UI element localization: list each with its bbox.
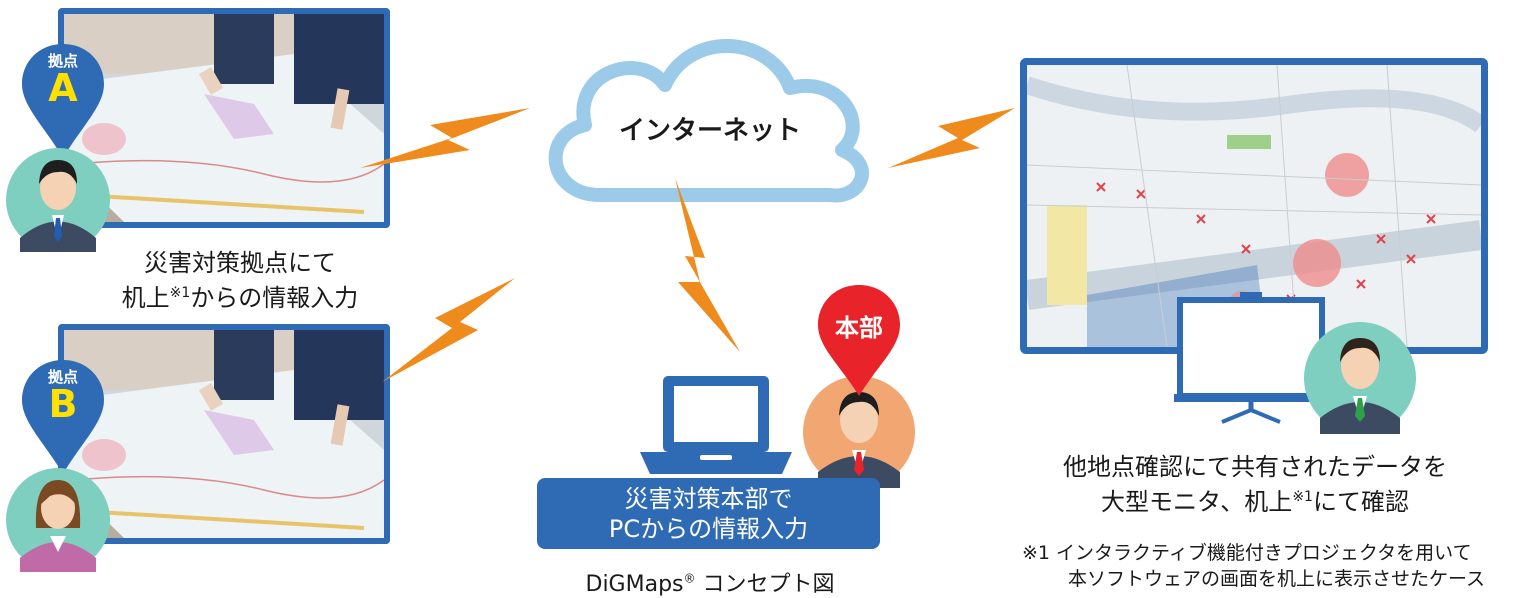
footnote: ※1 インタラクティブ機能付きプロジェクタを用いて 本ソフトウェアの画面を机上に… (1022, 540, 1522, 592)
diagram-title: DiGMaps® コンセプト図 (585, 571, 835, 597)
lightning-bolts (360, 108, 1015, 382)
projection-screen-icon (1174, 292, 1328, 424)
site-a-pin-letter: A (48, 66, 78, 110)
hq-pin-label: 本部 (835, 314, 883, 342)
monitor-caption: 他地点確認にて共有されたデータを 大型モニタ、机上※1にて確認 (1010, 452, 1500, 517)
monitor-viewer-avatar (1304, 322, 1416, 434)
bolt-site-b-icon (382, 278, 515, 382)
site-b-pin-label: 拠点 (47, 368, 78, 386)
bolt-site-a-icon (360, 108, 530, 168)
site-a-caption-line1: 災害対策拠点にて (144, 249, 336, 277)
footnote-line2: 本ソフトウェアの画面を机上に表示させたケース (1068, 568, 1486, 590)
bolt-monitor-icon (888, 108, 1015, 168)
site-a-pin-label: 拠点 (47, 52, 78, 70)
hq-box-line1: 災害対策本部で (624, 485, 793, 513)
site-a-caption: 災害対策拠点にて 机上※1からの情報入力 (110, 248, 370, 313)
hq-pin-icon (818, 285, 900, 396)
site-b-pin-letter: B (48, 382, 78, 426)
site-b-avatar (6, 468, 110, 572)
site-a-caption-line2: 机上※1からの情報入力 (121, 284, 359, 312)
hq-box-line2: PCからの情報入力 (608, 515, 809, 543)
hq-avatar (803, 376, 915, 488)
hq-info-box: 災害対策本部で PCからの情報入力 (537, 478, 880, 549)
internet-label: インターネット (618, 116, 801, 146)
monitor-caption-line1: 他地点確認にて共有されたデータを (1063, 453, 1447, 481)
monitor-caption-line2: 大型モニタ、机上※1にて確認 (1101, 488, 1409, 516)
footnote-line1: ※1 インタラクティブ機能付きプロジェクタを用いて (1022, 542, 1472, 564)
bolt-hq-icon (675, 178, 740, 352)
laptop-icon (640, 376, 792, 474)
internet-cloud-icon (548, 38, 869, 203)
site-a-avatar (6, 148, 110, 252)
site-b-pin-icon (22, 360, 104, 474)
site-a-pin-icon (22, 44, 104, 158)
